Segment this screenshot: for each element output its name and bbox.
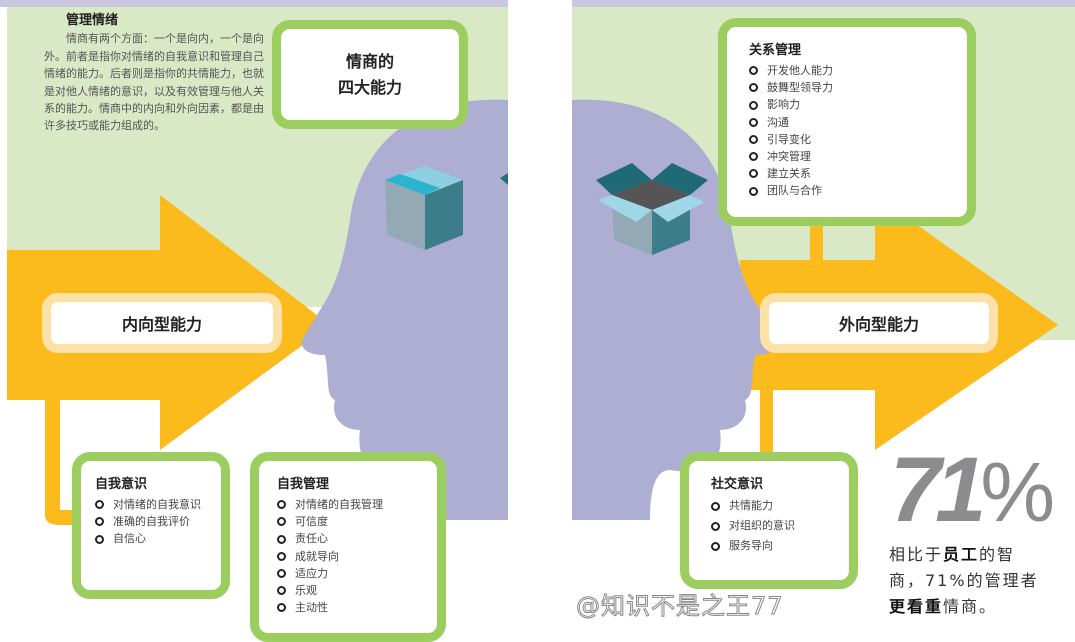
list-item: 服务导向 (711, 536, 849, 556)
list-item: 责任心 (277, 530, 437, 547)
relationship-management-box: 关系管理 开发他人能力 鼓舞型领导力 影响力 沟通 引导变化 冲突管理 建立关系… (718, 18, 976, 226)
cube-icon-closed (385, 166, 463, 250)
self-management-box: 自我管理 对情绪的自我管理 可信度 责任心 成就导向 适应力 乐观 主动性 (250, 452, 446, 642)
bullet-icon (749, 100, 758, 110)
social-awareness-title: 社交意识 (711, 477, 764, 492)
list-item: 对情绪的自我管理 (277, 496, 437, 513)
bullet-icon (711, 541, 720, 551)
list-item: 鼓舞型领导力 (749, 79, 967, 96)
bullet-icon (711, 521, 720, 531)
bullet-icon (277, 551, 286, 561)
intro-body: 情商有两个方面：一个是向内，一个是向外。前者是指你对情绪的自我意识和管理自己情绪… (44, 32, 264, 133)
bullet-icon (277, 517, 286, 527)
bullet-icon (277, 586, 286, 596)
bullet-icon (749, 152, 758, 162)
list-item: 对组织的意识 (711, 516, 849, 536)
bullet-icon (277, 568, 286, 578)
list-item: 可信度 (277, 513, 437, 530)
bullet-icon (749, 186, 758, 196)
list-item: 准确的自我评价 (95, 513, 221, 530)
bullet-icon (95, 500, 104, 510)
list-item: 引导变化 (749, 131, 967, 148)
bullet-icon (749, 169, 758, 179)
stat-number: 71% (890, 439, 1056, 541)
list-item: 适应力 (277, 565, 437, 582)
connector-stem-top-right (810, 220, 823, 265)
bullet-icon (749, 66, 758, 76)
list-item: 开发他人能力 (749, 62, 967, 79)
title-line-2: 四大能力 (337, 77, 402, 97)
list-item: 共情能力 (711, 496, 849, 516)
list-item: 沟通 (749, 114, 967, 131)
list-item: 冲突管理 (749, 148, 967, 165)
list-item: 团队与合作 (749, 182, 967, 199)
bullet-icon (277, 500, 286, 510)
bullet-icon (277, 534, 286, 544)
connector-stem-left (45, 400, 75, 525)
self-management-title: 自我管理 (277, 477, 330, 492)
outward-label: 外向型能力 (760, 293, 998, 353)
list-item: 主动性 (277, 599, 437, 616)
connector-stem-bottom-right (760, 385, 773, 455)
inward-label: 内向型能力 (42, 293, 282, 353)
list-item: 建立关系 (749, 165, 967, 182)
title-line-1: 情商的 (345, 51, 394, 71)
intro-title: 管理情绪 (66, 13, 119, 28)
self-awareness-box: 自我意识 对情绪的自我意识 准确的自我评价 自信心 (72, 452, 230, 599)
bullet-icon (749, 134, 758, 144)
bullet-icon (95, 517, 104, 527)
list-item: 影响力 (749, 96, 967, 113)
cube-fragment (500, 173, 508, 185)
relationship-management-title: 关系管理 (749, 43, 802, 58)
top-strip-right (572, 0, 1075, 7)
top-strip-left (0, 0, 508, 7)
bullet-icon (711, 501, 720, 511)
watermark: @知识不是之王77 (576, 592, 784, 621)
stat-caption: 相比于员工的智商，71%的管理者更看重情商。 (889, 545, 1039, 616)
bullet-icon (95, 534, 104, 544)
social-awareness-box: 社交意识 共情能力 对组织的意识 服务导向 (680, 452, 858, 589)
bullet-icon (277, 603, 286, 613)
list-item: 自信心 (95, 530, 221, 547)
self-awareness-title: 自我意识 (95, 477, 148, 492)
intro-text-block: 管理情绪 情商有两个方面：一个是向内，一个是向外。前者是指你对情绪的自我意识和管… (44, 12, 266, 135)
cube-icon-open (596, 163, 708, 255)
list-item: 乐观 (277, 582, 437, 599)
list-item: 成就导向 (277, 548, 437, 565)
title-box: 情商的 四大能力 (272, 20, 468, 129)
bullet-icon (749, 83, 758, 93)
bullet-icon (749, 117, 758, 127)
list-item: 对情绪的自我意识 (95, 496, 221, 513)
